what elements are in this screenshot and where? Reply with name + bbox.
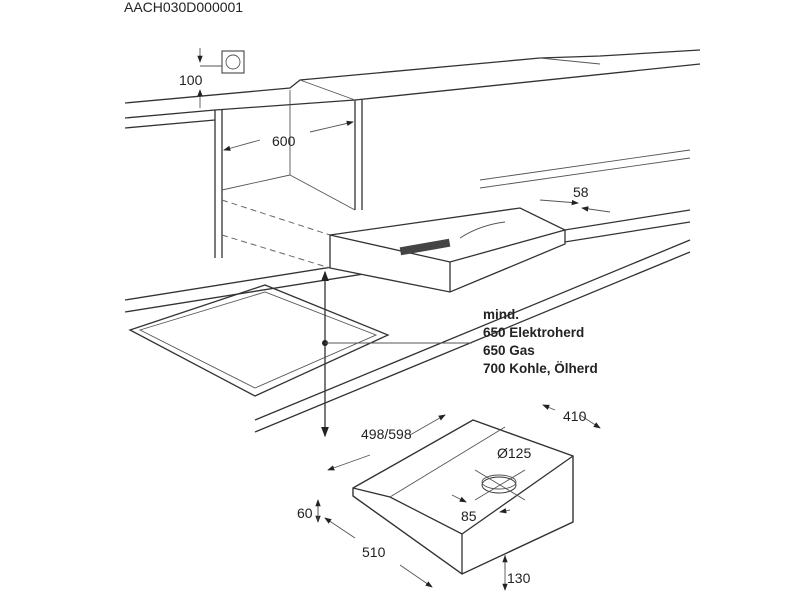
dim-hood-width: 498/598	[361, 426, 412, 442]
hood-dimension-view	[352, 419, 574, 575]
dim-hood-depth: 410	[563, 408, 587, 424]
dim-rear-height: 130	[507, 570, 531, 586]
min-distance-electric: 650 Elektroherd	[483, 325, 585, 340]
dim-duct-diameter: Ø125	[497, 445, 532, 461]
dim-depth: 510	[362, 544, 386, 560]
dim-hood-protrusion: 58	[573, 184, 589, 200]
hob	[128, 284, 390, 397]
dim-duct-offset: 85	[461, 508, 477, 524]
min-distance-coal: 700 Kohle, Ölherd	[483, 361, 598, 376]
socket-icon	[221, 50, 245, 74]
hood-installed	[329, 207, 566, 293]
wall-cabinets	[124, 49, 701, 258]
drawing-code: AACH030D000001	[124, 0, 244, 15]
dim-socket-height: 100	[179, 72, 203, 88]
min-distance-gas: 650 Gas	[483, 343, 535, 358]
dim-front-height: 60	[297, 505, 313, 521]
countertop	[124, 149, 691, 433]
min-distance-arrow	[321, 270, 472, 438]
dim-cabinet-width: 600	[272, 133, 296, 149]
min-distance-title: mind.	[483, 307, 519, 322]
